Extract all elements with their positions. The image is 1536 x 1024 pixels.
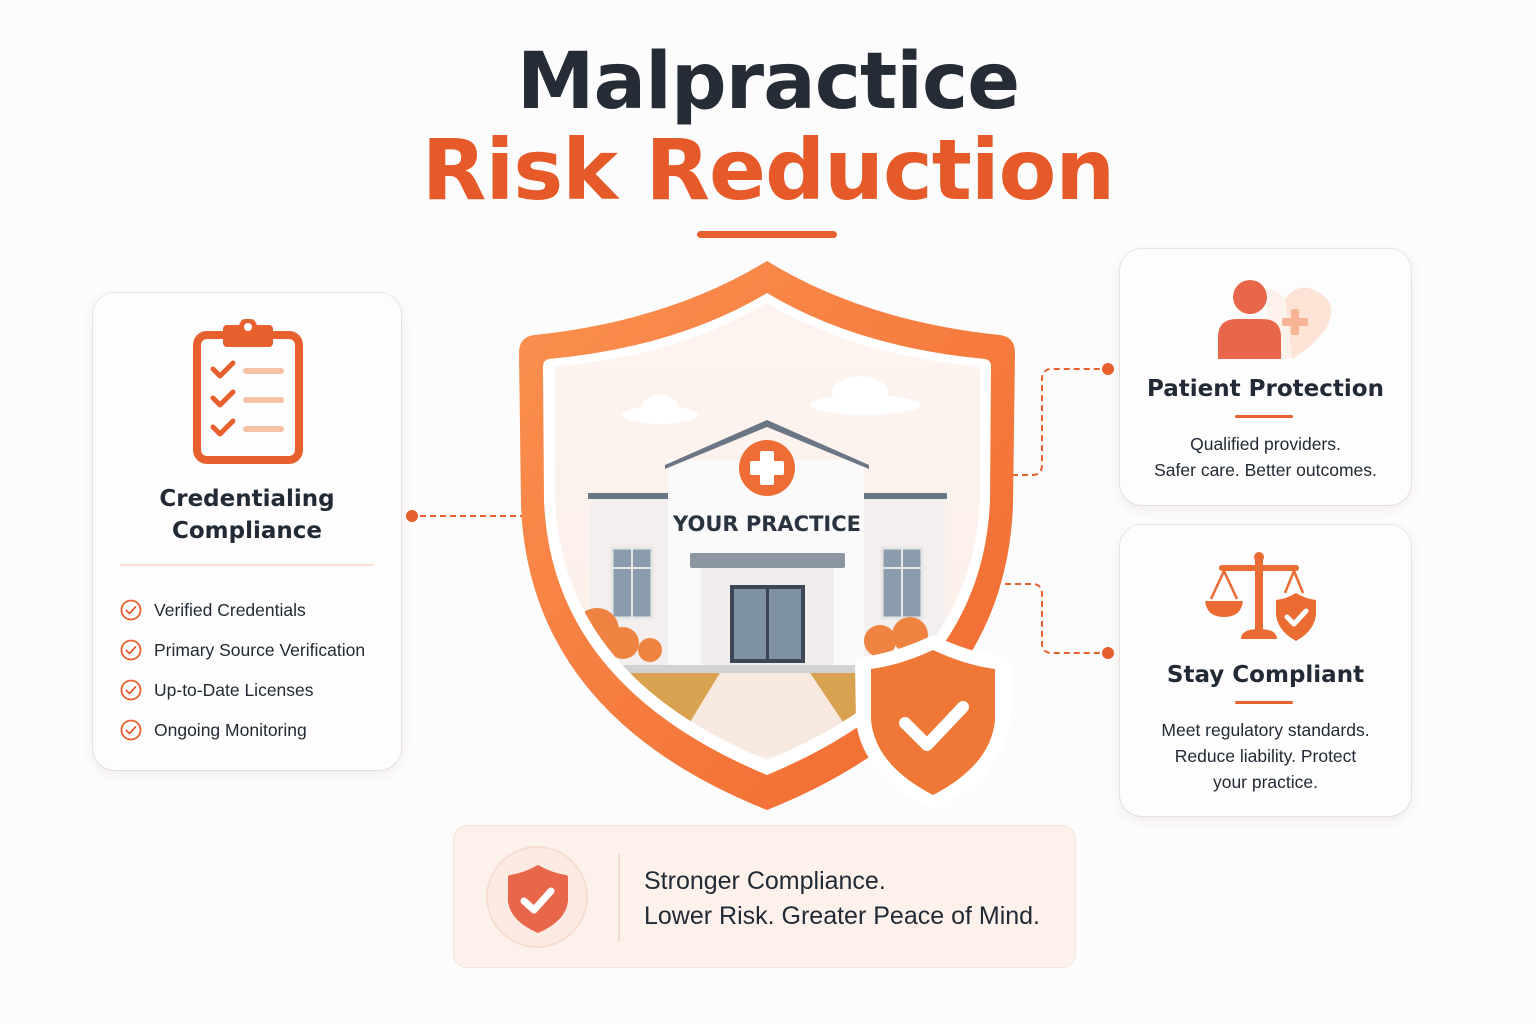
patient-heart-cross-icon xyxy=(1218,280,1332,359)
card-title: Stay Compliant xyxy=(1166,662,1365,688)
card-description: Meet regulatory standards. Reduce liabil… xyxy=(1161,720,1370,792)
banner-separator xyxy=(618,854,620,942)
card-title: Patient Protection xyxy=(1147,376,1384,402)
scales-shield-icon xyxy=(1205,552,1316,641)
list-item: Ongoing Monitoring xyxy=(120,710,365,750)
banner-icon-circle xyxy=(486,846,588,948)
connector-right xyxy=(1005,363,1114,659)
card-title: Credentialing Compliance xyxy=(159,486,335,544)
clipboard-checklist-icon xyxy=(193,319,303,464)
check-circle-icon xyxy=(120,639,142,661)
card-divider xyxy=(120,564,374,566)
check-circle-icon xyxy=(120,679,142,701)
title-line-1: Malpractice xyxy=(516,37,1020,127)
connector-left xyxy=(406,510,525,522)
credentialing-compliance-card: Credentialing Compliance Verified Creden… xyxy=(93,293,401,770)
credential-checklist: Verified Credentials Primary Source Veri… xyxy=(120,590,365,750)
title-line-2: Risk Reduction xyxy=(421,121,1115,219)
card-divider xyxy=(1235,701,1293,704)
banner-text: Stronger Compliance. Lower Risk. Greater… xyxy=(644,867,1040,930)
list-item: Up-to-Date Licenses xyxy=(120,670,365,710)
page-title: Malpractice Risk Reduction xyxy=(0,40,1536,216)
building-label: YOUR PRACTICE xyxy=(672,512,861,536)
list-item: Verified Credentials xyxy=(120,590,365,630)
title-underline xyxy=(697,231,837,238)
card-description: Qualified providers. Safer care. Better … xyxy=(1154,434,1377,480)
check-circle-icon xyxy=(120,719,142,741)
check-circle-icon xyxy=(120,599,142,621)
shield-check-icon xyxy=(855,635,1011,810)
patient-protection-card: Patient Protection Qualified providers. … xyxy=(1120,249,1411,505)
bottom-banner: Stronger Compliance. Lower Risk. Greater… xyxy=(453,825,1076,968)
shield-check-icon xyxy=(508,865,568,933)
shield-icon: YOUR PRACTICE xyxy=(519,261,1015,810)
stay-compliant-card: Stay Compliant Meet regulatory standards… xyxy=(1120,525,1411,816)
card-divider xyxy=(1235,415,1293,418)
list-item: Primary Source Verification xyxy=(120,630,365,670)
